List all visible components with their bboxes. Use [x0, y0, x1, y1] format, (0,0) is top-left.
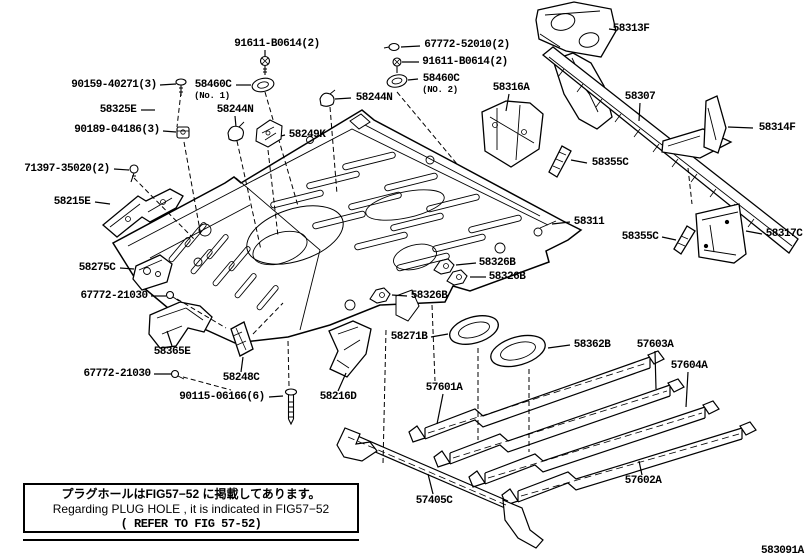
part-number-label: 58313F [612, 23, 650, 35]
rail-57603A [433, 378, 685, 468]
part-number-label: 58249K [288, 129, 326, 141]
part-number-label: 58317C [765, 228, 803, 240]
pan-front-ribs [168, 222, 279, 311]
part-number-label: 58271B [390, 331, 428, 343]
note-line-japanese: プラグホールはFIG57−52 に掲載してあります。 [61, 487, 321, 501]
bracket-58249K [255, 119, 283, 148]
brace-58355C-upper [548, 145, 572, 178]
brace-57405C [336, 427, 544, 549]
part-number-label: 67772-21030 [80, 290, 148, 302]
part-number-label: 58355C [621, 231, 659, 243]
rail-57604A [468, 400, 720, 488]
panel-58317C [695, 203, 747, 264]
rail-57602A [501, 421, 757, 506]
part-number-label: 58215E [53, 196, 91, 208]
part-number-label: 58316A [492, 82, 530, 94]
part-number-label: 58216D [319, 391, 357, 403]
bracket-58216D [328, 320, 372, 378]
bolt-91611-top [259, 55, 271, 75]
part-number-label: 90115-06166(6) [179, 391, 265, 403]
part-number-label: 58460C [422, 73, 460, 85]
part-number-label: 58365E [153, 346, 191, 358]
part-number-label: 58362B [573, 339, 611, 351]
floor-rails-assembly [336, 350, 757, 549]
rear-body-assembly [481, 1, 799, 264]
screw-90115 [284, 388, 298, 426]
grommet-58460C-no2 [386, 74, 408, 88]
brace-58248C [230, 321, 254, 357]
plug-hole-note-box: プラグホールはFIG57−52 に掲載してあります。 Regarding PLU… [23, 483, 359, 533]
grommet-58460C-no1 [251, 77, 275, 93]
part-number-label: 58325E [99, 104, 137, 116]
part-number-label: 90189-04186(3) [74, 124, 160, 136]
part-number-label: 58244N [216, 104, 254, 116]
part-number-label: 58460C [194, 79, 232, 91]
part-number-label: 67772-21030 [83, 368, 151, 380]
part-number-label: 58314F [758, 122, 796, 134]
screw-71397 [129, 164, 139, 183]
part-number-label: 58355C [591, 157, 629, 169]
part-number-label: 71397-35020(2) [24, 163, 110, 175]
rail-58215E [101, 188, 184, 238]
note-line-refer: ( REFER TO FIG 57-52) [120, 517, 262, 531]
clip-58244N-left [227, 121, 245, 142]
brace-58355C-lower [673, 225, 696, 255]
part-number-label: 67772-52010(2) [424, 39, 510, 51]
part-number-label: 58326B [488, 271, 526, 283]
part-number-label: 57604A [670, 360, 708, 372]
pan-rib-slots [270, 151, 522, 272]
fasteners [129, 42, 408, 426]
bracket-58316A [481, 100, 544, 168]
part-number-label: 58311 [573, 216, 605, 228]
nut-90189 [176, 126, 190, 139]
leader-lines [94, 28, 763, 495]
clip-58244N-right [319, 89, 336, 107]
part-number-label: 57601A [425, 382, 463, 394]
note-box-underline [23, 539, 359, 541]
part-number-label: 58326B [410, 290, 448, 302]
assembly-guides [133, 91, 693, 465]
clips-58326B [369, 258, 468, 304]
part-number-label: 57405C [415, 495, 453, 507]
floor-pan-58311 [111, 109, 583, 344]
part-number-label: 58248C [222, 372, 260, 384]
rail-57601A [408, 350, 665, 443]
part-number-label: 91611-B0614(2) [422, 56, 508, 68]
plate-58275C [132, 254, 173, 291]
note-line-english: Regarding PLUG HOLE , it is indicated in… [52, 502, 330, 516]
left-side-parts [101, 188, 372, 378]
clip-67772-52010 [383, 42, 400, 52]
screw-90159 [175, 78, 187, 96]
bracket-58365E [148, 301, 213, 349]
clip-67772-21030-b [170, 369, 185, 380]
pad-58362B [490, 334, 546, 368]
part-number-label: 91611-B0614(2) [234, 38, 320, 50]
part-number-label: 57602A [624, 475, 662, 487]
panel-58313F [535, 1, 617, 58]
part-number-label: 58307 [624, 91, 656, 103]
figure-number: 583091A [761, 545, 804, 557]
bolt-91611-right [392, 57, 402, 73]
part-number-sublabel: (No. 1) [194, 91, 230, 101]
bracket-58314F [661, 95, 733, 159]
part-number-label: 90159-40271(3) [71, 79, 157, 91]
part-number-label: 58244N [355, 92, 393, 104]
part-number-sublabel: (NO. 2) [422, 85, 458, 95]
part-number-label: 58275C [78, 262, 116, 274]
pad-58271B [449, 315, 499, 345]
part-number-label: 57603A [636, 339, 674, 351]
clip-67772-21030-a [165, 290, 180, 302]
part-number-label: 58326B [478, 257, 516, 269]
pads [449, 315, 546, 368]
